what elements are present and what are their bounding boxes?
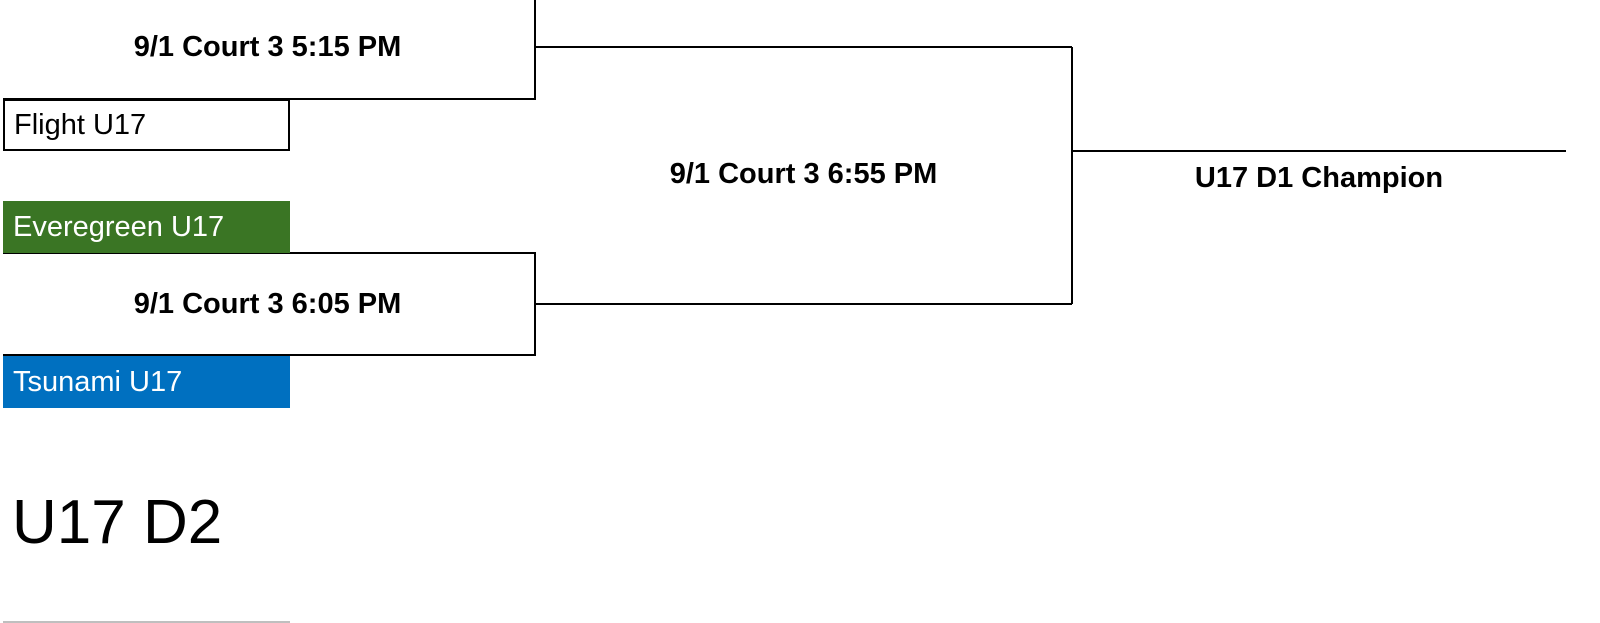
game2-label: 9/1 Court 3 6:05 PM bbox=[133, 288, 402, 320]
team-tsunami: Tsunami U17 bbox=[3, 356, 290, 408]
team-everegreen: Everegreen U17 bbox=[3, 201, 290, 253]
final-game-label: 9/1 Court 3 6:55 PM bbox=[669, 158, 938, 190]
champion-label: U17 D1 Champion bbox=[1194, 162, 1444, 194]
game1-label: 9/1 Court 3 5:15 PM bbox=[133, 31, 402, 63]
section-title-u17-d2: U17 D2 bbox=[12, 488, 223, 557]
team-flight: Flight U17 bbox=[3, 99, 290, 151]
